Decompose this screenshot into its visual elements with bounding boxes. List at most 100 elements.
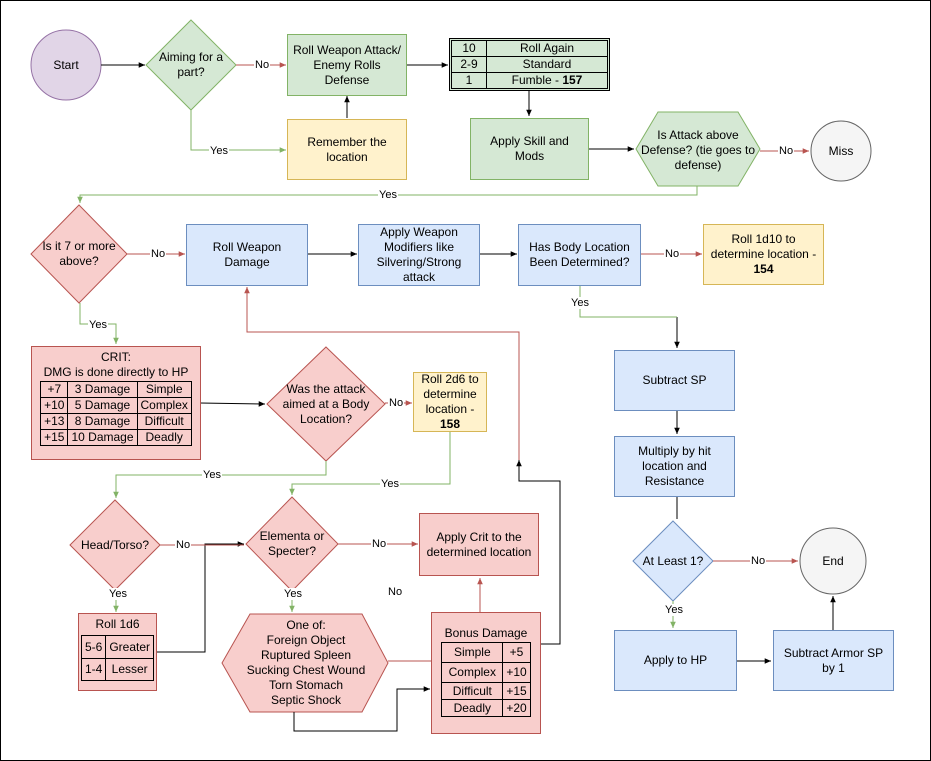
start-label: Start <box>53 57 79 72</box>
multiply-box: Multiply by hit location and Resistance <box>614 436 735 497</box>
subtract-sp-label: Subtract SP <box>642 373 707 387</box>
table-cell: +13 <box>40 413 69 430</box>
edge-label-no: No <box>175 539 192 551</box>
table-row: 1 Fumble - 157 <box>451 72 608 89</box>
one-of-hexagon <box>221 613 389 713</box>
edge-label-no: No <box>150 248 167 260</box>
table-row: 2-9 Standard <box>451 56 608 73</box>
multiply-label: Multiply by hit location and Resistance <box>638 444 711 488</box>
edge-label-no: No <box>778 145 795 157</box>
roll-damage-label: Roll Weapon Damage <box>212 240 282 269</box>
roll-1d6-table: 5-6 Greater 1-4 Lesser <box>80 635 155 681</box>
apply-modifiers-label: Apply Weapon Modifiers like Silvering/St… <box>376 225 462 284</box>
table-cell: Roll Again <box>486 40 608 57</box>
table-row: Simple +5 <box>441 642 531 663</box>
table-cell: Simple <box>136 381 192 398</box>
aimed-body-label: Was the attack aimed at a Body Location? <box>282 381 370 426</box>
table-cell: Simple <box>441 642 504 663</box>
miss-label: Miss <box>828 143 854 158</box>
end-node <box>799 527 867 595</box>
one-of-line: Sucking Chest Wound <box>246 663 366 677</box>
end-label: End <box>822 553 844 568</box>
edge-label-yes: Yes <box>283 588 303 600</box>
roll-2d6-text: Roll 2d6 to determine location - <box>421 372 479 416</box>
table-cell: +20 <box>502 699 531 717</box>
roll-1d6-box: Roll 1d6 5-6 Greater 1-4 Lesser <box>78 613 157 691</box>
roll-2d6-label: Roll 2d6 to determine location - 158 <box>417 372 483 432</box>
one-of-line: Torn Stomach <box>268 678 344 692</box>
table-cell: Fumble - 157 <box>486 72 608 89</box>
table-row: 5-6 Greater <box>80 635 155 659</box>
one-of-line: Ruptured Spleen <box>260 648 352 662</box>
edge-label-yes: Yes <box>209 145 229 157</box>
table-cell: Difficult <box>441 682 504 700</box>
table-cell: +15 <box>502 682 531 700</box>
one-of-line: Foreign Object <box>266 633 346 647</box>
table-cell: 8 Damage <box>67 413 138 430</box>
table-cell: Deadly <box>441 699 504 717</box>
table-row: +7 3 Damage Simple <box>40 381 192 398</box>
table-row: Complex +10 <box>441 662 531 683</box>
edge-label-no: No <box>371 538 388 550</box>
roll-attack-label: Roll Weapon Attack/ Enemy Rolls Defense <box>293 42 401 87</box>
roll-1d10-label: Roll 1d10 to determine location - 154 <box>707 232 820 277</box>
seven-above-label: Is it 7 or more above? <box>42 239 116 268</box>
table-cell: 5 Damage <box>67 397 138 414</box>
elementa-label: Elementa or Specter? <box>259 529 325 558</box>
table-cell: Greater <box>105 635 155 659</box>
fumble-page-ref: 157 <box>562 73 583 87</box>
table-cell: +10 <box>502 662 531 683</box>
subtract-armor-label: Subtract Armor SP by 1 <box>783 645 884 675</box>
subtract-sp-box: Subtract SP <box>614 350 735 411</box>
edge-label-yes: Yes <box>664 604 684 616</box>
table-cell: +5 <box>502 642 531 663</box>
edge-label-no: No <box>387 586 404 598</box>
roll-1d10-page-ref: 154 <box>753 262 774 276</box>
table-cell: +7 <box>40 381 69 398</box>
table-row: +15 10 Damage Deadly <box>40 429 192 446</box>
edge-label-yes: Yes <box>378 189 398 201</box>
roll-1d10-text: Roll 1d10 to determine location - <box>710 232 817 261</box>
table-cell: Difficult <box>136 413 192 430</box>
table-row: 10 Roll Again <box>451 40 608 57</box>
table-row: +10 5 Damage Complex <box>40 397 192 414</box>
table-cell: +10 <box>40 397 69 414</box>
table-row: Deadly +20 <box>441 699 531 717</box>
crit-box: CRIT: DMG is done directly to HP +7 3 Da… <box>31 346 201 460</box>
table-cell: 10 Damage <box>67 429 138 446</box>
apply-modifiers-box: Apply Weapon Modifiers like Silvering/St… <box>358 224 480 286</box>
roll-2d6-box: Roll 2d6 to determine location - 158 <box>413 372 487 432</box>
remember-box: Remember the location <box>287 119 407 180</box>
table-cell: 1 <box>451 72 487 89</box>
roll-1d6-title: Roll 1d6 <box>95 617 140 631</box>
table-cell: 1-4 <box>80 658 107 681</box>
crit-title: CRIT: <box>101 350 131 364</box>
roll-1d10-box: Roll 1d10 to determine location - 154 <box>703 224 824 285</box>
table-cell: 3 Damage <box>67 381 138 398</box>
table-cell: Complex <box>136 397 192 414</box>
table-row: Difficult +15 <box>441 682 531 700</box>
edge-label-yes: Yes <box>108 588 128 600</box>
table-cell: Complex <box>441 662 504 683</box>
attack-above-label: Is Attack above Defense? (tie goes to de… <box>640 127 756 172</box>
fumble-table: 10 Roll Again 2-9 Standard 1 Fumble - 15… <box>451 40 608 89</box>
table-cell: 5-6 <box>80 635 107 659</box>
apply-crit-box: Apply Crit to the determined location <box>419 513 539 576</box>
table-cell: +15 <box>40 429 69 446</box>
remember-label: Remember the location <box>307 134 387 164</box>
apply-crit-label: Apply Crit to the determined location <box>426 529 532 559</box>
crit-subtitle: DMG is done directly to HP <box>43 365 189 379</box>
one-of-line: Septic Shock <box>270 693 342 707</box>
table-row: +13 8 Damage Difficult <box>40 413 192 430</box>
apply-hp-label: Apply to HP <box>643 653 708 667</box>
table-cell: Deadly <box>136 429 192 446</box>
edge-label-no: No <box>664 248 681 260</box>
edge-label-yes: Yes <box>380 478 400 490</box>
fumble-text: Fumble - <box>511 73 563 87</box>
roll-attack-box: Roll Weapon Attack/ Enemy Rolls Defense <box>287 34 407 96</box>
attack-above-hexagon <box>635 111 761 187</box>
at-least-1-label: At Least 1? <box>642 553 704 568</box>
roll-damage-box: Roll Weapon Damage <box>186 224 308 286</box>
one-of-label: One of: Foreign Object Ruptured Spleen S… <box>226 618 386 708</box>
apply-skill-box: Apply Skill and Mods <box>470 118 589 180</box>
